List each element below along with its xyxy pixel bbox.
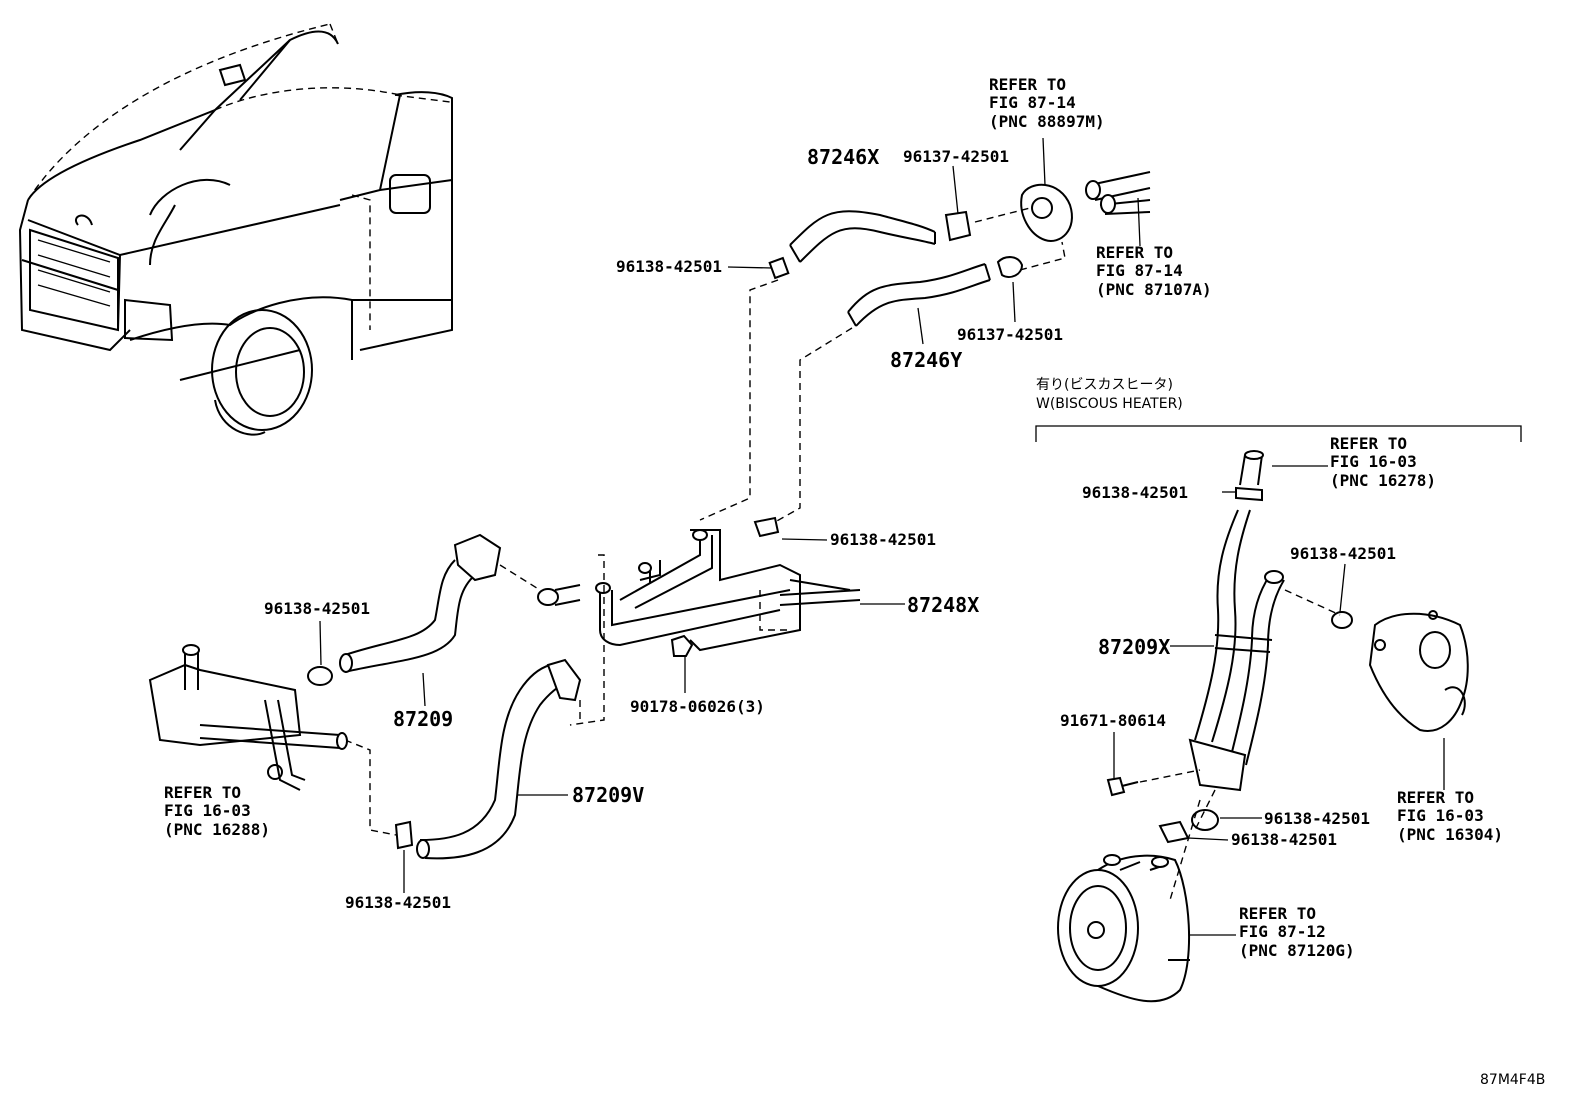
part-label-87209: 87209 (393, 707, 454, 731)
part-label-87209x: 87209X (1098, 635, 1171, 659)
refer-label-88897m: REFER TO FIG 87-14 (PNC 88897M) (989, 75, 1105, 131)
part-label-87246x: 87246X (807, 145, 880, 169)
refer-16288-line1: REFER TO (164, 783, 242, 802)
vehicle-illustration (18, 23, 453, 436)
drawing-code: 87M4F4B (1480, 1072, 1546, 1088)
hose-87209x (1188, 509, 1285, 792)
refer-87107a-line1: REFER TO (1096, 243, 1174, 262)
heater-pipes-87107a (1085, 171, 1151, 215)
nut-90178 (670, 634, 694, 657)
dash-lines-left (344, 564, 581, 836)
part-label-87248x: 87248X (907, 593, 980, 617)
part-label-91671: 91671-80614 (1060, 711, 1166, 730)
part-label-87246y: 87246Y (890, 348, 963, 372)
refer-16278-line2: FIG 16-03 (1330, 452, 1417, 472)
heater-valve-88897m (1020, 183, 1073, 242)
refer-16288-line3: (PNC 16288) (164, 819, 270, 839)
part-label-96138-bottom: 96138-42501 (345, 893, 451, 912)
viscous-section-bracket (1035, 425, 1522, 442)
refer-87120g-line3: (PNC 87120G) (1239, 940, 1355, 960)
part-label-96138-viscous-b: 96138-42501 (1290, 544, 1396, 563)
part-label-96138-center: 96138-42501 (830, 530, 936, 549)
viscous-title-en: W(BISCOUS HEATER) (1036, 395, 1183, 412)
refer-16288-line2: FIG 16-03 (164, 801, 251, 821)
refer-87120g-line2: FIG 87-12 (1239, 922, 1326, 942)
hose-87209v (416, 658, 582, 860)
part-label-87209v: 87209V (572, 783, 645, 807)
clamps-upper (768, 210, 1024, 280)
refer-label-16288: REFER TO FIG 16-03 (PNC 16288) (164, 783, 270, 839)
leader-lines (319, 137, 1445, 936)
refer-87107a-line3: (PNC 87107A) (1096, 279, 1212, 299)
refer-88897m-line1: REFER TO (989, 75, 1067, 94)
hose-87246y (847, 263, 991, 327)
dash-lines-viscous (1139, 589, 1341, 901)
clip-center (753, 516, 780, 538)
part-label-90178: 90178-06026(3) (630, 697, 765, 716)
part-label-96138-viscous-c: 96138-42501 (1264, 809, 1370, 828)
viscous-section-title: 有り(ビスカスヒータ) W(BISCOUS HEATER) (1036, 376, 1183, 414)
refer-87120g-line1: REFER TO (1239, 904, 1317, 923)
refer-87107a-line2: FIG 87-14 (1096, 261, 1183, 281)
refer-label-87107a: REFER TO FIG 87-14 (PNC 87107A) (1096, 243, 1212, 299)
refer-label-16278: REFER TO FIG 16-03 (PNC 16278) (1330, 434, 1436, 490)
clamps-viscous (1158, 611, 1353, 844)
part-label-96137-mid: 96137-42501 (957, 325, 1063, 344)
water-pipe-16288 (148, 644, 348, 791)
refer-label-16304: REFER TO FIG 16-03 (PNC 16304) (1397, 788, 1503, 844)
bolt-91671 (1106, 776, 1139, 797)
fitting-center (537, 584, 581, 606)
refer-16304-line2: FIG 16-03 (1397, 806, 1484, 826)
clamps-lower-left (307, 666, 414, 850)
dash-lines-upper (699, 207, 1066, 523)
refer-88897m-line2: FIG 87-14 (989, 93, 1076, 113)
refer-16304-line1: REFER TO (1397, 788, 1475, 807)
pipe-assembly-87248x (595, 529, 861, 652)
hose-87246x (789, 210, 936, 263)
pipe-16278 (1235, 450, 1264, 502)
part-label-96138-viscous-a: 96138-42501 (1082, 483, 1188, 502)
part-label-96137-top: 96137-42501 (903, 147, 1009, 166)
refer-16278-line3: (PNC 16278) (1330, 470, 1436, 490)
refer-16278-line1: REFER TO (1330, 434, 1408, 453)
refer-16304-line3: (PNC 16304) (1397, 824, 1503, 844)
part-label-96138-viscous-d: 96138-42501 (1231, 830, 1337, 849)
part-label-96138-upper: 96138-42501 (616, 257, 722, 276)
refer-88897m-line3: (PNC 88897M) (989, 111, 1105, 131)
part-label-96138-left: 96138-42501 (264, 599, 370, 618)
viscous-heater-87120g (1057, 854, 1191, 1003)
hose-87209 (339, 533, 502, 673)
refer-label-87120g: REFER TO FIG 87-12 (PNC 87120G) (1239, 904, 1355, 960)
viscous-title-jp: 有り(ビスカスヒータ) (1036, 377, 1173, 393)
water-inlet-16304 (1368, 610, 1469, 732)
dash-box-center (569, 554, 790, 726)
